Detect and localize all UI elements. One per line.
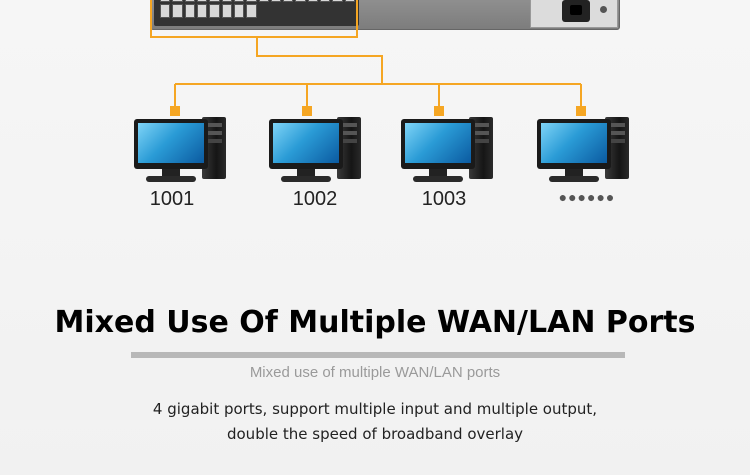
- description-line: double the speed of broadband overlay: [226, 425, 524, 443]
- connector-node: [576, 106, 586, 116]
- description-line: 4 gigabit ports, support multiple input …: [152, 400, 598, 418]
- computer-label-more: ●●●●●●: [558, 189, 616, 205]
- description: 4 gigabit ports, support multiple input …: [0, 397, 750, 447]
- port-highlight-frame: [150, 0, 358, 38]
- connector-node: [434, 106, 444, 116]
- connector-node: [170, 106, 180, 116]
- computer-icon: [401, 117, 493, 187]
- computer-label: 1001: [149, 188, 195, 210]
- router-ports: [160, 0, 355, 18]
- computer-icon: [537, 117, 629, 187]
- page-subtitle: Mixed use of multiple WAN/LAN ports: [249, 364, 501, 381]
- power-socket-icon: [562, 0, 590, 22]
- computer-icon: [269, 117, 361, 187]
- computer-label: 1003: [421, 188, 467, 210]
- title-underline: [131, 352, 625, 358]
- computer-icon: [134, 117, 226, 187]
- screw-icon: [600, 6, 607, 13]
- trunk-line: [256, 38, 383, 84]
- connector-node: [302, 106, 312, 116]
- page-title: Mixed Use Of Multiple WAN/LAN Ports: [54, 305, 696, 340]
- computer-label: 1002: [292, 188, 338, 210]
